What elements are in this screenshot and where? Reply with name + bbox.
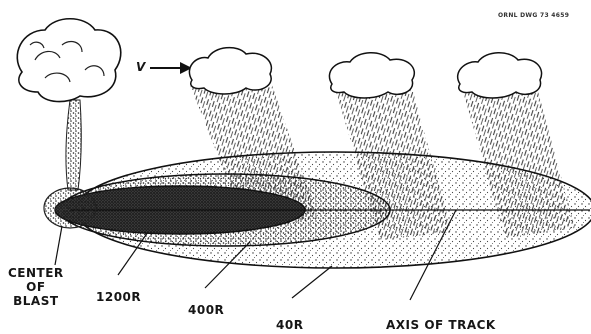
label-wind-v: V — [136, 60, 146, 74]
drifting-clouds — [189, 48, 541, 98]
label-center-line1: CENTER — [8, 266, 64, 280]
label-400r: 400R — [188, 303, 224, 317]
drift-cloud-2 — [329, 53, 414, 98]
wind-arrow — [150, 62, 192, 74]
ground-burst — [44, 188, 96, 228]
label-40r: 40R — [276, 318, 303, 332]
label-center-line2: OF — [8, 280, 64, 294]
leader-40r — [292, 266, 332, 298]
cloud-stem — [66, 100, 81, 190]
drawing-number: ORNL DWG 73 4659 — [498, 12, 569, 19]
leader-center — [55, 226, 62, 265]
label-1200r: 1200R — [96, 290, 141, 304]
label-center-of-blast: CENTER OF BLAST — [8, 266, 64, 308]
mushroom-cloud — [17, 19, 120, 102]
drift-cloud-1 — [189, 48, 271, 94]
label-axis-of-track: AXIS OF TRACK — [386, 318, 496, 332]
drift-cloud-3 — [458, 53, 542, 98]
label-center-line3: BLAST — [8, 294, 64, 308]
